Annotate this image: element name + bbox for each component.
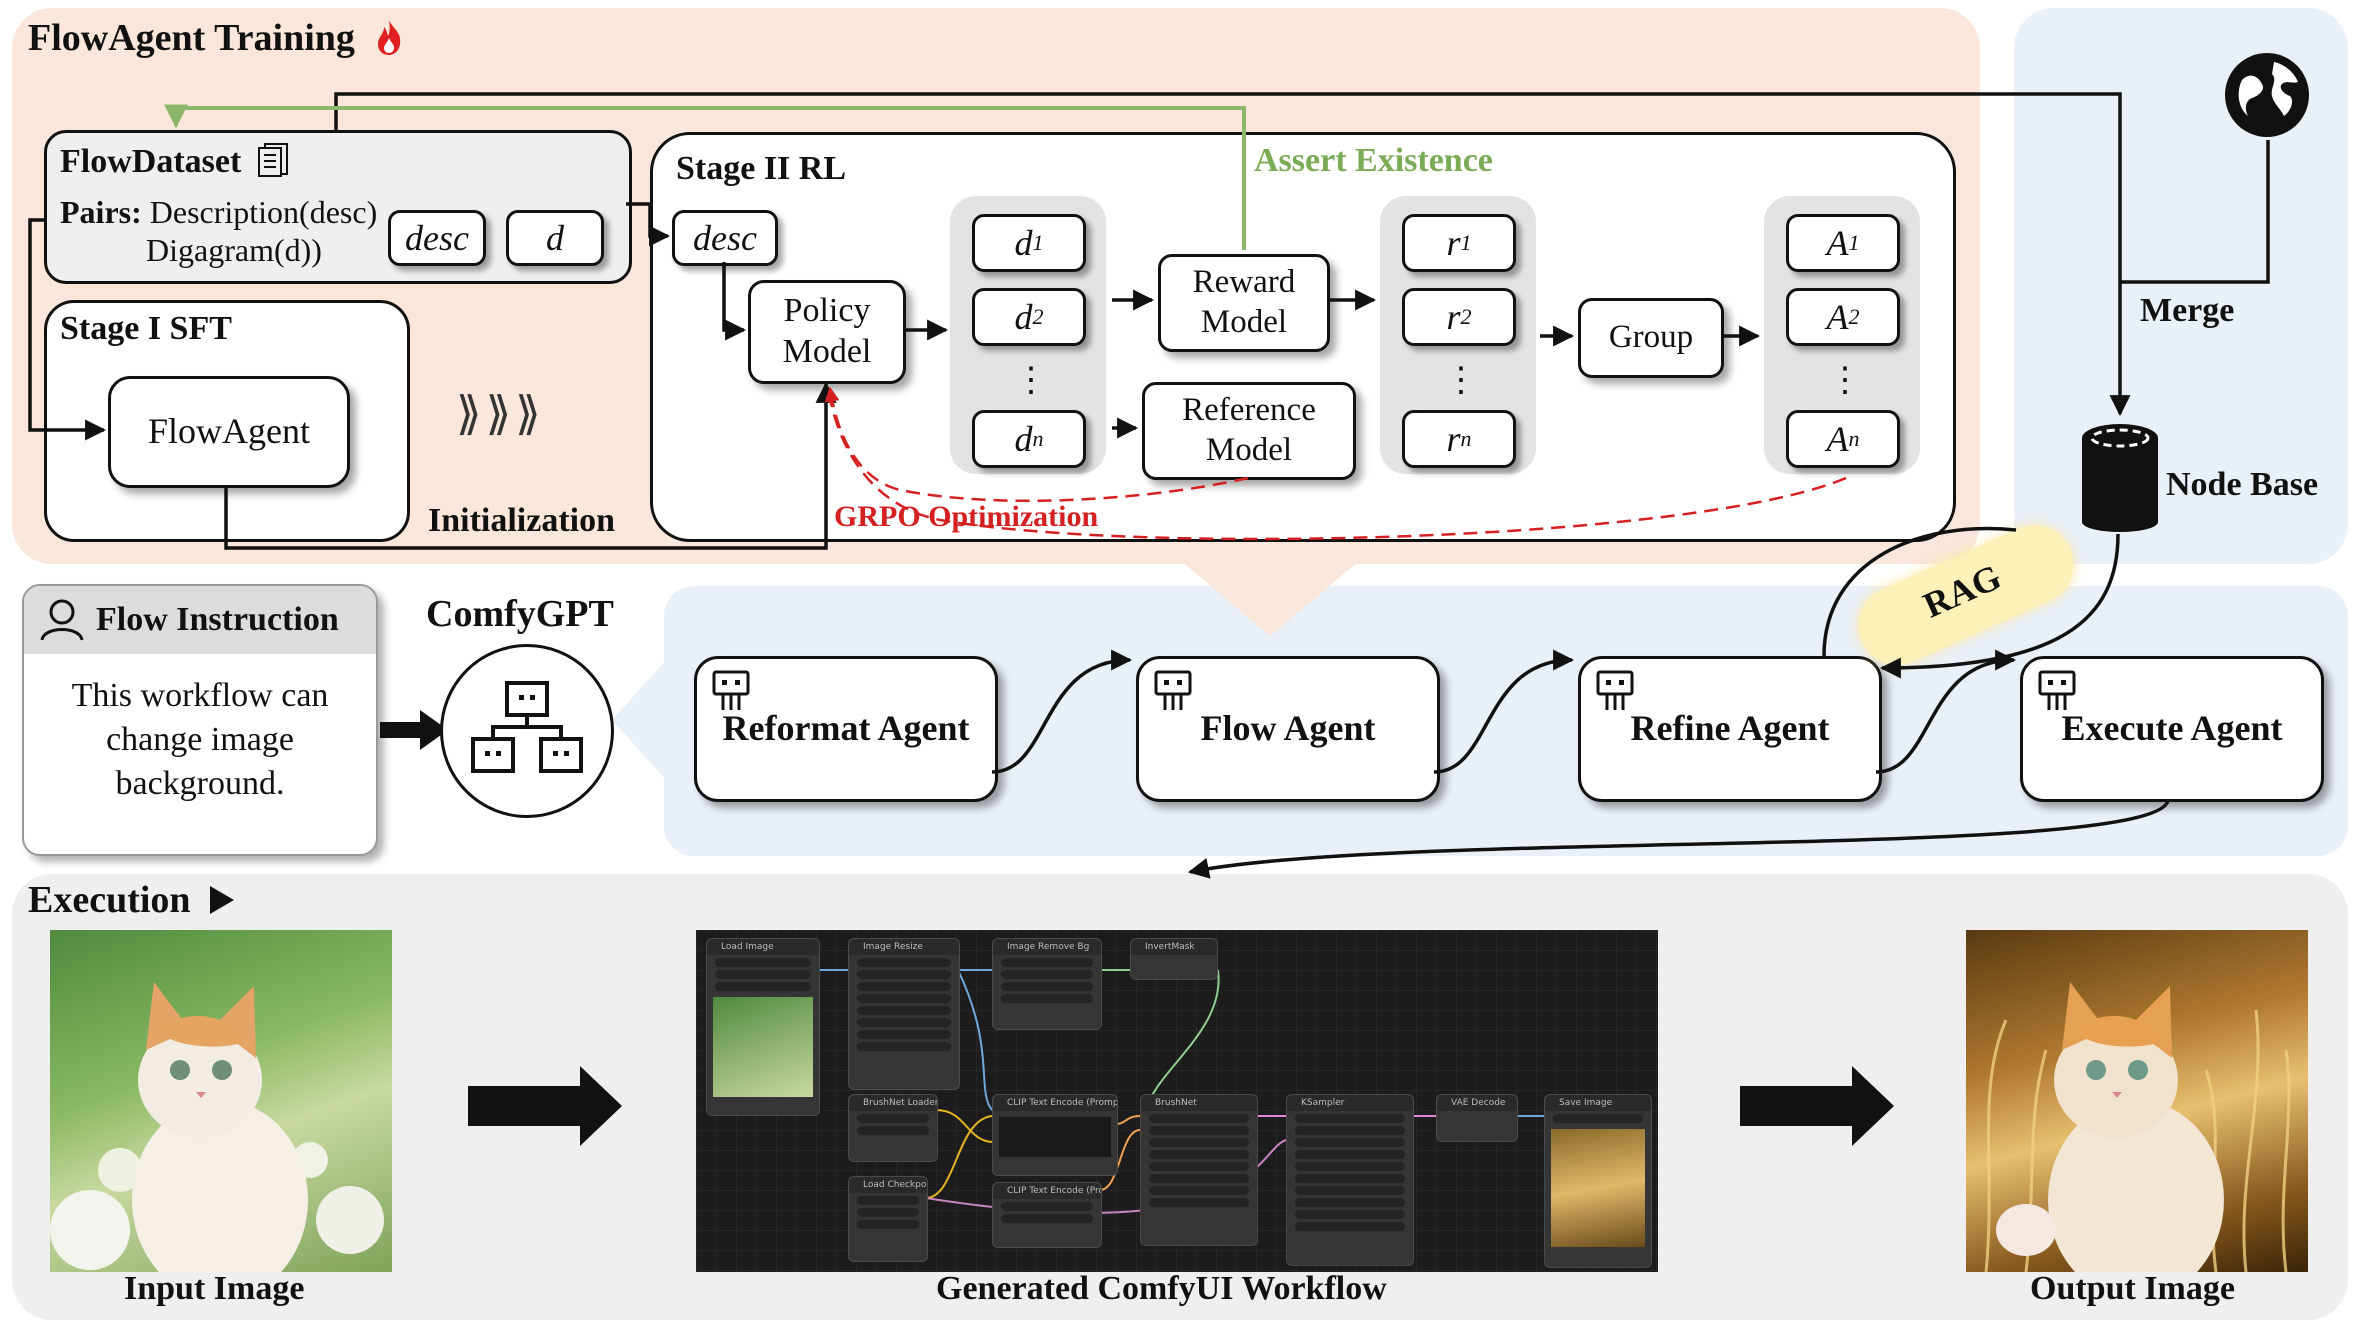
output-image [1966,930,2308,1272]
initialization-label: Initialization [428,502,616,539]
stage1-title: Stage I SFT [60,310,232,347]
flowdataset-box [44,130,632,284]
reformat-agent-label: Reformat Agent [722,708,970,748]
input-caption: Input Image [124,1270,305,1307]
workflow-node-ksampler: KSampler [1286,1094,1414,1266]
robot-icon [2038,670,2076,710]
flow-agent-label: Flow Agent [1200,708,1376,748]
globe-icon [2225,53,2309,137]
output-caption: Output Image [2030,1270,2235,1307]
workflow-node-save-image: Save Image [1544,1094,1652,1268]
instruction-title: Flow Instruction [96,601,339,638]
comfygpt-label: ComfyGPT [426,593,614,635]
execution-title: Execution [28,878,236,922]
pairs-text-line2: Digagram(d)) [146,232,322,268]
instruction-card: Flow Instruction This workflow can chang… [22,584,378,856]
reformat-agent-box: Reformat Agent [694,656,998,802]
database-icon [2082,424,2158,532]
reference-model-box: Reference Model [1142,382,1356,480]
input-to-workflow-arrow [468,1066,622,1146]
merge-label: Merge [2140,292,2235,329]
hierarchy-icon [471,681,583,773]
refine-agent-box: Refine Agent [1578,656,1882,802]
flowdataset-title: FlowDataset [60,142,290,181]
workflow-node-image-resize: Image Resize [848,938,960,1090]
reward-model-box: Reward Model [1158,254,1330,352]
pairs-text: Pairs: Description(desc) [60,194,378,230]
play-icon [210,886,235,914]
group-box: Group [1578,298,1724,378]
initialization-arrows: ⟫⟫⟫ [456,388,545,439]
fire-icon [378,20,401,55]
execute-agent-label: Execute Agent [2061,708,2283,748]
workflow-node-clip-encode-positive: CLIP Text Encode (Prompt) [992,1094,1118,1176]
refine-agent-label: Refine Agent [1630,708,1830,748]
robot-icon [1154,670,1192,710]
robot-icon [1596,670,1634,710]
document-icon [257,143,288,177]
d-ellipsis: ⋮ [1014,362,1048,399]
dataset-desc-tag: desc [388,210,486,266]
comfygpt-circle [440,644,614,818]
workflow-caption: Generated ComfyUI Workflow [936,1270,1387,1307]
dataset-d-tag: d [506,210,604,266]
instruction-text: This workflow can change image backgroun… [71,677,329,803]
assert-existence-label: Assert Existence [1254,142,1493,179]
workflow-node-remove-bg: Image Remove Bg [992,938,1102,1030]
execute-agent-box: Execute Agent [2020,656,2324,802]
workflow-node-brushnet-loader: BrushNet Loader [848,1094,938,1162]
training-title: FlowAgent Training [28,16,404,60]
r-ellipsis: ⋮ [1444,362,1478,399]
connector-triangle [1180,560,1360,636]
robot-icon [712,670,750,710]
workflow-node-brushnet: BrushNet [1140,1094,1258,1246]
instruction-to-comfygpt-arrow [380,710,448,750]
node-base-label: Node Base [2166,466,2319,503]
comfygpt-pointer [612,660,666,780]
workflow-node-invertmask: InvertMask [1130,938,1218,980]
sft-flowagent-box: FlowAgent [108,376,350,488]
flow-agent-box: Flow Agent [1136,656,1440,802]
user-icon [40,599,84,641]
workflow-to-output-arrow [1740,1066,1894,1146]
workflow-node-load-checkpoint: Load Checkpoint [848,1176,928,1262]
stage2-title: Stage II RL [676,150,847,187]
workflow-node-vae-decode: VAE Decode [1436,1094,1518,1142]
workflow-node-load-image: Load Image [706,938,820,1116]
a-ellipsis: ⋮ [1828,362,1862,399]
instruction-header: Flow Instruction [24,586,376,654]
comfyui-workflow: Load Image Image Resize Image Remove Bg … [696,930,1658,1272]
grpo-label: GRPO Optimization [834,500,1099,533]
input-image [50,930,392,1272]
workflow-node-clip-encode-negative: CLIP Text Encode (Prompt) [992,1182,1102,1248]
